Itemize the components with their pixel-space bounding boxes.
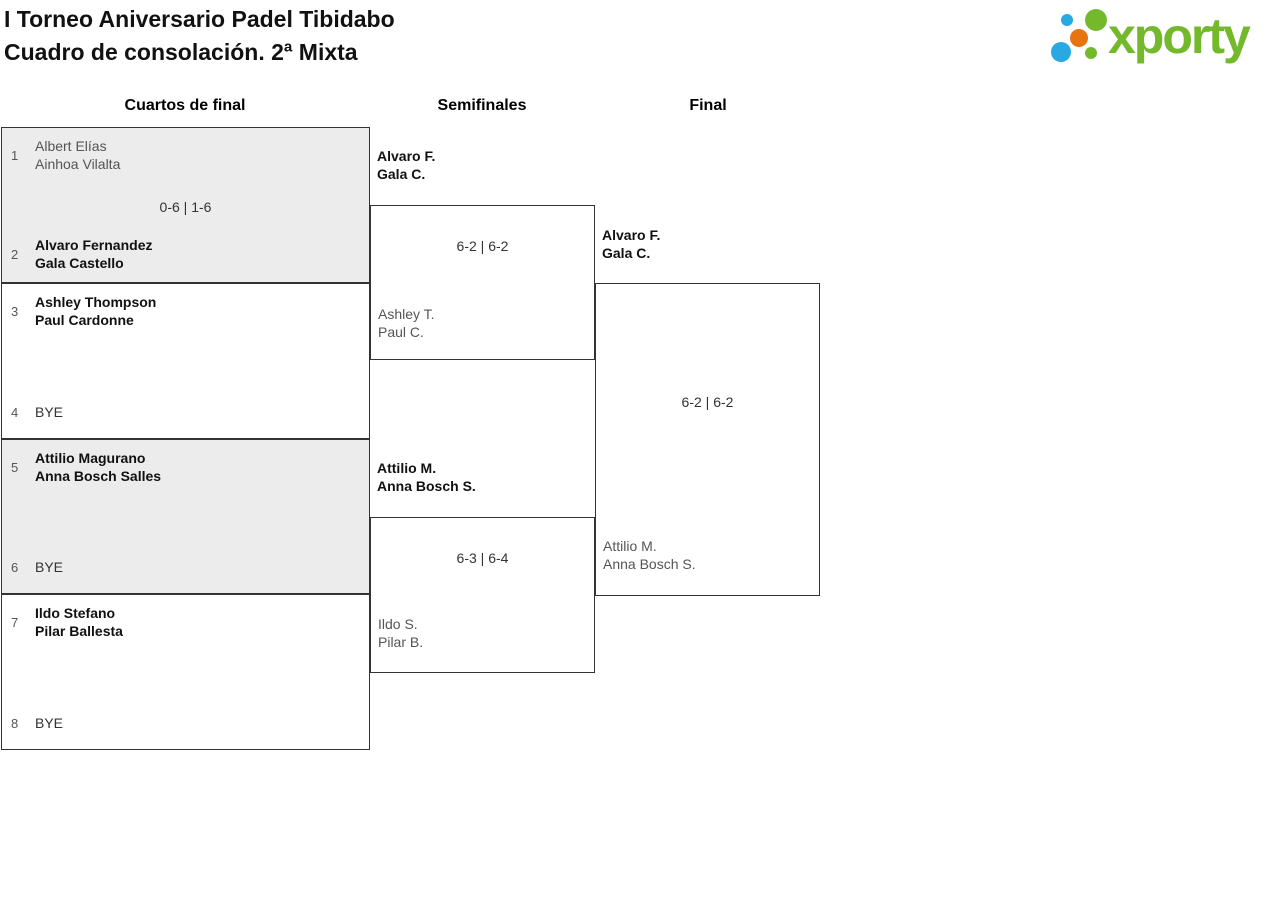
player-name: Alvaro Fernandez xyxy=(35,237,153,253)
team-qf3-top: 5 Attilio Magurano Anna Bosch Salles xyxy=(2,449,161,485)
player-name: Ildo S. xyxy=(378,616,418,632)
match-score: 0-6 | 1-6 xyxy=(159,199,212,215)
round-header-quarterfinals: Cuartos de final xyxy=(124,97,246,114)
player-name: Pilar Ballesta xyxy=(35,623,123,639)
logo-dot-orange-icon xyxy=(1070,29,1088,47)
player-name: BYE xyxy=(35,715,64,731)
match-box-qf4[interactable]: 7 Ildo Stefano Pilar Ballesta 8 BYE xyxy=(1,594,370,750)
logo-wordmark: xporty xyxy=(1108,8,1251,64)
sf2-bottom-team: Ildo S. Pilar B. xyxy=(378,615,423,651)
player-name: Ashley T. xyxy=(378,306,435,322)
player-name: Ildo Stefano xyxy=(35,605,116,621)
tournament-title: I Torneo Aniversario Padel Tibidabo xyxy=(4,6,395,32)
player-name: Ashley Thompson xyxy=(35,294,157,310)
team-qf2-top: 3 Ashley Thompson Paul Cardonne xyxy=(2,293,156,329)
team-qf3-bottom: 6 BYE xyxy=(2,558,63,576)
logo-dot-blue-small-icon xyxy=(1061,14,1073,26)
round-header-semifinals: Semifinales xyxy=(437,97,527,114)
player-name: Gala C. xyxy=(377,166,426,182)
team-players: Ashley Thompson Paul Cardonne xyxy=(35,293,156,329)
team-players: Albert Elías Ainhoa Vilalta xyxy=(35,137,120,173)
player-name: Paul Cardonne xyxy=(35,312,134,328)
team-players: BYE xyxy=(35,403,63,421)
logo-dot-green-small-icon xyxy=(1085,47,1097,59)
seed-number: 3 xyxy=(11,303,19,319)
match-box-sf2[interactable]: 6-3 | 6-4 Ildo S. Pilar B. xyxy=(370,517,595,673)
seed-number: 1 xyxy=(11,147,19,163)
player-name: Albert Elías xyxy=(35,138,107,154)
team-qf1-top: 1 Albert Elías Ainhoa Vilalta xyxy=(2,137,120,173)
team-players: Attilio Magurano Anna Bosch Salles xyxy=(35,449,161,485)
player-name: Anna Bosch S. xyxy=(377,478,476,494)
player-name: Anna Bosch Salles xyxy=(35,468,162,484)
seed-number: 6 xyxy=(11,559,19,575)
player-name: Gala Castello xyxy=(35,255,124,271)
player-name: Attilio Magurano xyxy=(35,450,146,466)
match-score: 6-2 | 6-2 xyxy=(456,238,509,254)
round-header-final: Final xyxy=(689,97,727,114)
team-players: BYE xyxy=(35,714,63,732)
player-name: Alvaro F. xyxy=(377,148,436,164)
player-name: Pilar B. xyxy=(378,634,424,650)
logo-dot-blue-big-icon xyxy=(1051,42,1071,62)
player-name: Alvaro F. xyxy=(602,227,661,243)
player-name: BYE xyxy=(35,404,64,420)
team-qf4-bottom: 8 BYE xyxy=(2,714,63,732)
page-title: I Torneo Aniversario Padel Tibidabo Cuad… xyxy=(4,3,395,69)
match-box-qf3[interactable]: 5 Attilio Magurano Anna Bosch Salles 6 B… xyxy=(1,439,370,594)
sf2-advancing-team: Attilio M. Anna Bosch S. xyxy=(377,459,476,495)
sf1-bottom-team: Ashley T. Paul C. xyxy=(378,305,435,341)
team-players: Alvaro Fernandez Gala Castello xyxy=(35,236,152,272)
team-qf1-bottom: 2 Alvaro Fernandez Gala Castello xyxy=(2,236,152,272)
match-box-sf1[interactable]: 6-2 | 6-2 Ashley T. Paul C. xyxy=(370,205,595,360)
seed-number: 7 xyxy=(11,614,19,630)
match-box-qf1[interactable]: 1 Albert Elías Ainhoa Vilalta 0-6 | 1-6 … xyxy=(1,127,370,283)
seed-number: 5 xyxy=(11,459,19,475)
sf1-advancing-team: Alvaro F. Gala C. xyxy=(377,147,435,183)
xporty-logo[interactable]: xporty xyxy=(1048,4,1276,70)
player-name: Attilio M. xyxy=(377,460,437,476)
match-score: 6-2 | 6-2 xyxy=(681,394,734,410)
team-players: BYE xyxy=(35,558,63,576)
match-score: 6-3 | 6-4 xyxy=(456,550,509,566)
player-name: BYE xyxy=(35,559,64,575)
final-advancing-team: Alvaro F. Gala C. xyxy=(602,226,660,262)
team-players: Ildo Stefano Pilar Ballesta xyxy=(35,604,123,640)
seed-number: 4 xyxy=(11,404,19,420)
seed-number: 2 xyxy=(11,246,19,262)
player-name: Anna Bosch S. xyxy=(603,556,696,572)
team-qf4-top: 7 Ildo Stefano Pilar Ballesta xyxy=(2,604,123,640)
draw-subtitle: Cuadro de consolación. 2ª Mixta xyxy=(4,39,358,65)
match-box-qf2[interactable]: 3 Ashley Thompson Paul Cardonne 4 BYE xyxy=(1,283,370,439)
player-name: Gala C. xyxy=(602,245,651,261)
player-name: Attilio M. xyxy=(603,538,657,554)
player-name: Ainhoa Vilalta xyxy=(35,156,121,172)
player-name: Paul C. xyxy=(378,324,424,340)
match-box-final[interactable]: 6-2 | 6-2 Attilio M. Anna Bosch S. xyxy=(595,283,820,596)
logo-dot-green-big-icon xyxy=(1085,9,1107,31)
final-bottom-team: Attilio M. Anna Bosch S. xyxy=(603,537,696,573)
team-qf2-bottom: 4 BYE xyxy=(2,403,63,421)
seed-number: 8 xyxy=(11,715,19,731)
